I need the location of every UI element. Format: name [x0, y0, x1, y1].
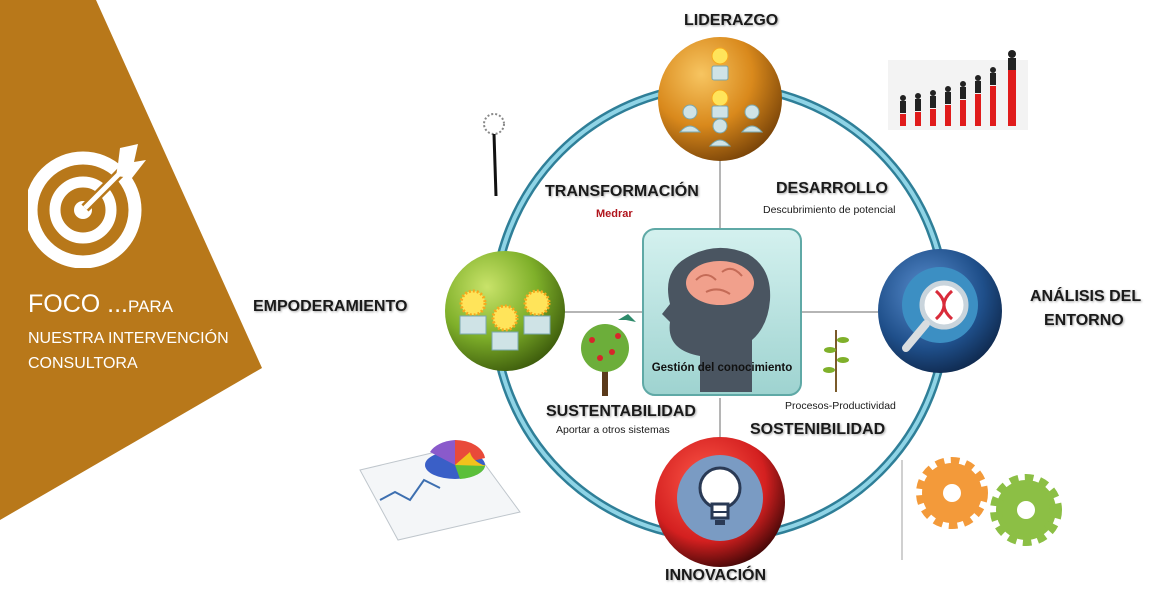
- people-bulbs-icon: [678, 47, 764, 147]
- gears-icon: [901, 457, 1062, 560]
- label-empoderamiento: EMPODERAMIENTO: [253, 298, 408, 315]
- label-desarrollo: DESARROLLO: [776, 180, 888, 197]
- foco-line3: CONSULTORA: [28, 355, 138, 372]
- foco-title-para: PARA: [128, 297, 174, 316]
- empoderamiento-node: [445, 251, 565, 371]
- growth-people-bars-icon: [888, 50, 1028, 130]
- label-analisis-line2: ENTORNO: [1044, 312, 1124, 329]
- label-sustentabilidad: SUSTENTABILIDAD: [546, 403, 696, 420]
- label-medrar: Medrar: [596, 208, 633, 220]
- label-descubrimiento: Descubrimiento de potencial: [763, 204, 896, 216]
- label-transformacion: TRANSFORMACIÓN: [545, 183, 699, 200]
- sapling-icon: [823, 330, 849, 392]
- brain-head-icon: [662, 247, 771, 392]
- label-sostenibilidad: SOSTENIBILIDAD: [750, 421, 886, 438]
- label-gestion-conocimiento: Gestión del conocimiento: [651, 362, 793, 374]
- analisis-node: [878, 249, 1002, 373]
- foco-title-main: FOCO ...: [28, 290, 128, 318]
- label-procesos: Procesos-Productividad: [785, 400, 896, 412]
- label-analisis: ANÁLISIS DEL ENTORNO: [1030, 285, 1141, 333]
- lightbulb-icon: [698, 466, 742, 525]
- foco-title: FOCO ...PARA: [28, 290, 173, 319]
- label-innovacion: INNOVACIÓN: [665, 567, 767, 584]
- report-charts-icon: [359, 439, 521, 541]
- label-aportar: Aportar a otros sistemas: [556, 424, 670, 436]
- liderazgo-node: [658, 37, 782, 161]
- bulbs-people-icon: [459, 289, 551, 351]
- target-arrow-icon: [28, 144, 146, 268]
- innovacion-node: [655, 437, 785, 567]
- label-analisis-line1: ANÁLISIS DEL: [1030, 288, 1142, 305]
- dandelion-icon: [483, 113, 505, 197]
- foco-line2: NUESTRA INTERVENCIÓN: [28, 330, 229, 347]
- label-liderazgo: LIDERAZGO: [684, 12, 779, 29]
- tree-bird-icon: [581, 314, 636, 396]
- dna-magnifier-icon: [902, 280, 969, 352]
- foco-panel: [0, 0, 262, 520]
